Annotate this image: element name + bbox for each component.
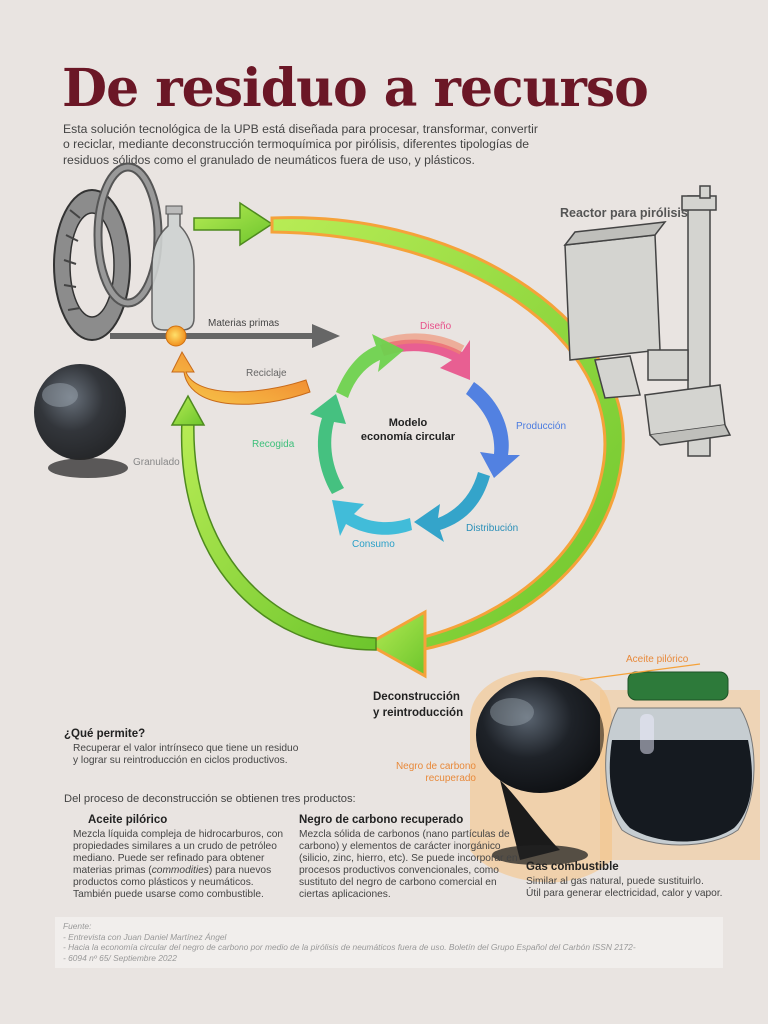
- recycling-label: Reciclaje: [246, 368, 287, 379]
- product-gas-heading: Gas combustible: [526, 861, 619, 873]
- intro-paragraph: Esta solución tecnológica de la UPB está…: [63, 122, 538, 167]
- product-carbon-line-1: Mezcla sólida de carbonos (nano partícul…: [299, 829, 510, 840]
- pyrolytic-oil-jar-illustration: [600, 671, 760, 860]
- product-oil-line-5: productos como plásticos y neumáticos.: [73, 877, 254, 888]
- stage-distribution: Distribución: [466, 523, 519, 534]
- source-line-3: - Hacia la economía circular del negro d…: [63, 942, 636, 952]
- product-oil-line-3: mediano. Puede ser refinado para obtener: [73, 853, 265, 864]
- source-line-2: - Entrevista con Juan Daniel Martínez Án…: [63, 931, 227, 942]
- deconstruction-label-line2: y reintroducción: [373, 707, 464, 719]
- product-carbon-line-2: carbono) y elementos de carácter inorgán…: [299, 841, 501, 852]
- source-line-4: - 6094 nº 65/ Septiembre 2022: [63, 952, 177, 963]
- product-gas-line-2: Útil para generar electricidad, calor y …: [526, 888, 723, 899]
- product-oil-line-1: Mezcla líquida compleja de hidrocarburos…: [73, 829, 284, 840]
- product-gas-line-1: Similar al gas natural, puede sustituirl…: [526, 876, 704, 887]
- carbon-black-label-line2: recuperado: [425, 773, 476, 784]
- allows-heading: ¿Qué permite?: [64, 728, 146, 740]
- product-carbon-line-3: (silicio, zinc, hierro, etc). Se puede i…: [299, 853, 518, 864]
- product-carbon-line-6: ciertas aplicaciones.: [299, 889, 391, 900]
- product-carbon-line-5: sustituto del negro de carbono comercial…: [299, 877, 497, 888]
- product-oil-line-6: También puede usarse como combustible.: [73, 889, 264, 900]
- cycle-center-label-line1: Modelo: [388, 417, 428, 429]
- carbon-black-jar-illustration: [470, 670, 612, 883]
- page-title: De residuo a recurso: [62, 58, 649, 119]
- product-carbon-heading: Negro de carbono recuperado: [299, 814, 464, 826]
- oil-label-connector: [579, 663, 701, 681]
- product-oil-heading: Aceite pilórico: [88, 814, 168, 826]
- pyrolysis-reactor-illustration: [563, 185, 732, 457]
- granulate-label: Granulado: [133, 457, 180, 468]
- deconstruction-loop-arrow: [170, 201, 625, 679]
- circular-economy-cycle: [310, 333, 520, 542]
- product-oil-line-4: materias primas (commodities) para nuevo…: [73, 865, 272, 876]
- deconstruction-label-line1: Deconstrucción: [373, 691, 460, 703]
- allows-line-1: Recuperar el valor intrínseco que tiene …: [73, 743, 299, 754]
- stage-collection: Recogida: [252, 439, 295, 450]
- product-oil-line-2: propiedades similares a un crudo de petr…: [73, 841, 277, 852]
- reactor-label: Reactor para pirólisis: [560, 206, 688, 220]
- raw-materials-arrow: [110, 324, 340, 348]
- product-carbon-line-4: procesos productivos convencionales, com…: [299, 865, 499, 876]
- pyrolytic-oil-label: Aceite pilórico: [626, 654, 689, 665]
- source-box: Fuente: - Entrevista con Juan Daniel Mar…: [55, 917, 723, 968]
- cycle-center-label-line2: economía circular: [360, 431, 456, 443]
- recycling-arrow: [165, 325, 311, 405]
- source-line-1: Fuente:: [63, 921, 92, 931]
- stage-production: Producción: [516, 421, 567, 432]
- granulate-jar-illustration: [34, 364, 128, 478]
- products-intro: Del proceso de deconstrucción se obtiene…: [64, 793, 356, 805]
- raw-materials-label: Materias primas: [208, 318, 280, 329]
- carbon-black-label-line1: Negro de carbono: [395, 761, 476, 772]
- stage-design: Diseño: [420, 321, 452, 332]
- tire-illustration: [53, 162, 163, 341]
- stage-consumption: Consumo: [352, 539, 395, 550]
- allows-line-2: y lograr su reintroducción en ciclos pro…: [73, 755, 288, 766]
